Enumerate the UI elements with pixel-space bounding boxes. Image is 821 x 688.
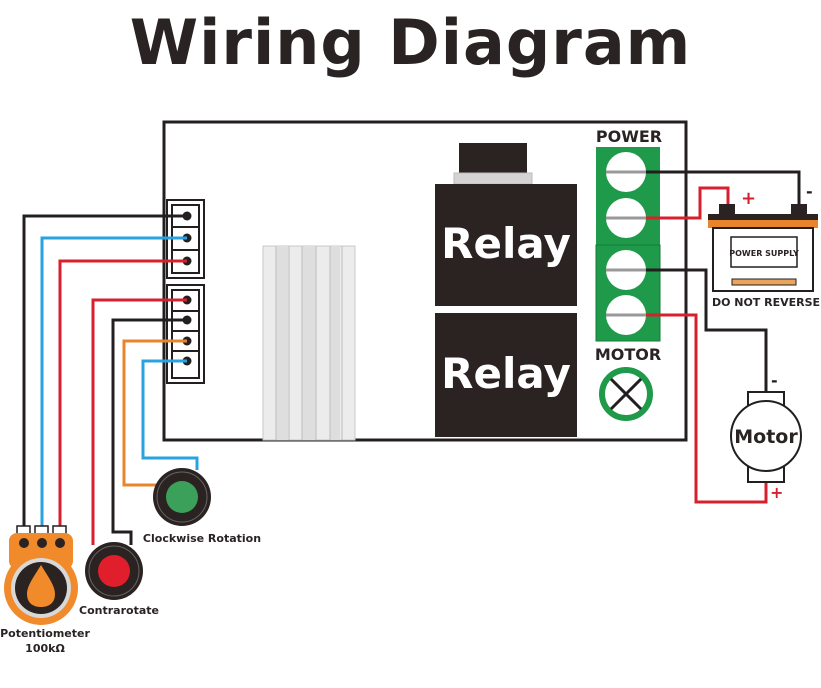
- potentiometer[interactable]: [4, 525, 78, 625]
- wire-switch-blue: [141, 359, 199, 470]
- clockwise-label: Clockwise Rotation: [143, 532, 261, 545]
- power-supply-label: POWER SUPPLY: [729, 249, 799, 258]
- wire-switch-black: [111, 318, 187, 545]
- potentiometer-label: Potentiometer: [0, 627, 90, 640]
- wire-motor-minus: [646, 268, 768, 392]
- wire-pot-red: [58, 259, 187, 528]
- wire-power-minus: [646, 170, 801, 205]
- contrarotate-label: Contrarotate: [79, 604, 159, 617]
- heatsink: [262, 245, 356, 441]
- wire-switch-red: [91, 298, 187, 545]
- screw-terminal-motor-plus: [606, 295, 646, 335]
- battery-minus-sign: -: [806, 182, 813, 201]
- motor-plus-sign: +: [770, 483, 783, 502]
- do-not-reverse-warning: DO NOT REVERSE: [712, 296, 820, 309]
- speed-knob-icon: [599, 367, 653, 421]
- clockwise-button[interactable]: [153, 468, 211, 526]
- motor-label: Motor: [734, 426, 798, 448]
- power-header: POWER: [596, 127, 662, 146]
- wire-pot-blue: [40, 236, 187, 528]
- wire-motor-plus: [646, 313, 768, 504]
- relay-top-label: Relay: [441, 219, 571, 268]
- wire-power-plus: [646, 186, 730, 220]
- wire-switch-orange: [122, 339, 187, 487]
- relay-bottom-label: Relay: [441, 349, 571, 398]
- potentiometer-value: 100kΩ: [25, 642, 65, 655]
- motor-header: MOTOR: [595, 345, 661, 364]
- relay-bottom: Relay: [435, 313, 577, 437]
- screw-terminal-power-minus: [606, 152, 646, 192]
- battery-plus-sign: +: [741, 188, 756, 209]
- wire-pot-black: [22, 214, 187, 528]
- motor-minus-sign: -: [771, 371, 778, 390]
- relay-top: Relay: [435, 143, 577, 306]
- diagram-title: Wiring Diagram: [129, 6, 692, 79]
- screw-terminal-power-plus: [606, 198, 646, 238]
- screw-terminal-motor-minus: [606, 250, 646, 290]
- motor: Motor: [730, 391, 802, 483]
- power-supply-battery: POWER SUPPLY: [708, 204, 818, 292]
- contrarotate-button[interactable]: [85, 542, 143, 600]
